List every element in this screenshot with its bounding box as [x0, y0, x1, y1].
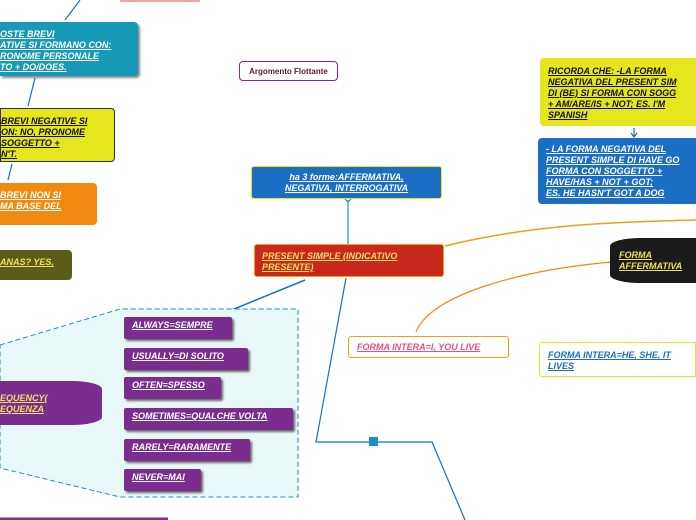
node-present-simple[interactable]: PRESENT SIMPLE (INDICATIVO PRESENTE) [254, 244, 444, 277]
node-ricorda[interactable]: RICORDA CHE: -LA FORMA NEGATIVA DEL PRES… [540, 58, 696, 126]
freq-item-often[interactable]: OFTEN=SPESSO [124, 377, 221, 399]
node-bananas[interactable]: ANAS? YES, [0, 250, 72, 280]
node-frequency[interactable]: EQUENCY( EQUENZA [0, 381, 102, 425]
node-brevi-non[interactable]: BREVI NON SI MA BASE DEL [0, 183, 97, 225]
node-brevi-negative[interactable]: BREVI NEGATIVE SI ON: NO, PRONOME SOGGET… [0, 108, 115, 162]
freq-item-rarely[interactable]: RARELY=RARAMENTE [124, 439, 250, 461]
node-argomento-flottante[interactable]: Argomento Flottante [239, 61, 338, 81]
freq-item-never[interactable]: NEVER=MAI [124, 469, 201, 491]
node-have-got[interactable]: - LA FORMA NEGATIVA DEL PRESENT SIMPLE D… [538, 138, 696, 204]
node-forma-intera-i-you[interactable]: FORMA INTERA=I, YOU LIVE [348, 336, 509, 358]
freq-item-usually[interactable]: USUALLY=DI SOLITO [124, 348, 248, 370]
node-tre-forme[interactable]: ha 3 forme:AFFERMATIVA, NEGATIVA, INTERR… [251, 166, 442, 199]
node-forma-intera-he[interactable]: FORMA INTERA=HE, SHE, IT LIVES [539, 342, 696, 377]
node-forma-affermativa[interactable]: FORMA AFFERMATIVA [610, 238, 696, 283]
freq-item-sometimes[interactable]: SOMETIMES=QUALCHE VOLTA [124, 408, 293, 430]
freq-item-always[interactable]: ALWAYS=SEMPRE [124, 317, 232, 339]
node-brevi-formano[interactable]: OSTE BREVI ATIVE SI FORMANO CON: RONOME … [0, 22, 138, 76]
connector-handle [369, 437, 378, 446]
